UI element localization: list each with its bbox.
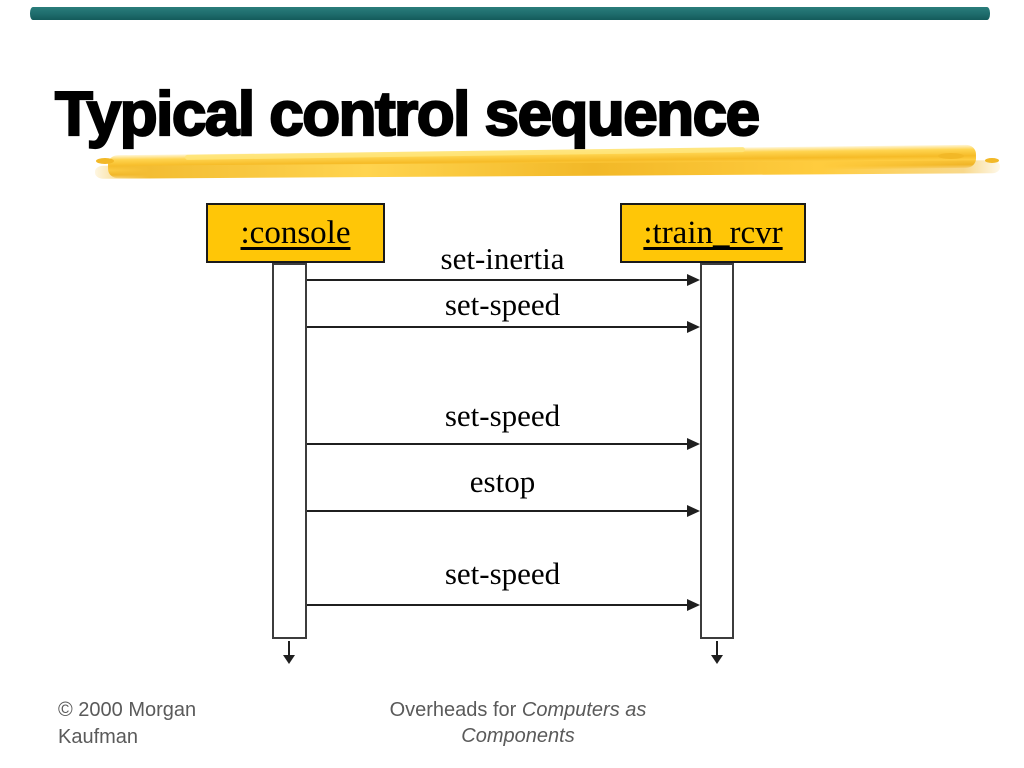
right-arrowhead-icon bbox=[687, 274, 700, 286]
message-arrow bbox=[307, 505, 700, 517]
right-arrowhead-icon bbox=[687, 599, 700, 611]
lifeline-console bbox=[272, 263, 307, 639]
right-arrowhead-icon bbox=[687, 321, 700, 333]
actor-box-console: :console bbox=[206, 203, 385, 263]
right-arrowhead-icon bbox=[687, 438, 700, 450]
message-label: estop bbox=[469, 464, 536, 499]
message-arrow bbox=[307, 274, 700, 286]
footer-book-reference: Overheads for Computers as Components bbox=[338, 697, 698, 749]
message-label: set-speed bbox=[444, 287, 561, 322]
swash-fleck bbox=[985, 158, 999, 163]
swash-fleck bbox=[96, 158, 114, 164]
top-accent-bar bbox=[30, 7, 990, 20]
copyright-line: Kaufman bbox=[58, 726, 139, 748]
down-arrow-icon bbox=[711, 655, 723, 664]
lifeline-end-arrow-console bbox=[283, 641, 295, 664]
copyright-line: © 2000 Morgan bbox=[58, 699, 197, 721]
slide-title: Typical control sequence bbox=[54, 80, 761, 149]
footer-line: Components bbox=[461, 725, 575, 747]
lifeline-end-arrow-train-rcvr bbox=[711, 641, 723, 664]
copyright-notice: © 2000 Morgan Kaufman bbox=[58, 697, 196, 751]
message-arrow bbox=[307, 438, 700, 450]
message-label: set-speed bbox=[444, 398, 561, 433]
message-label: set-speed bbox=[444, 556, 561, 591]
actor-label: :train_rcvr bbox=[643, 214, 783, 251]
message-arrow bbox=[307, 599, 700, 611]
message-arrow bbox=[307, 321, 700, 333]
actor-label: :console bbox=[240, 214, 351, 251]
message-label: set-inertia bbox=[440, 241, 565, 276]
actor-box-train-rcvr: :train_rcvr bbox=[620, 203, 806, 263]
right-arrowhead-icon bbox=[687, 505, 700, 517]
swash-fleck bbox=[938, 153, 964, 159]
down-arrow-icon bbox=[283, 655, 295, 664]
footer-line: Overheads for Computers as bbox=[389, 699, 647, 721]
lifeline-train-rcvr bbox=[700, 263, 734, 639]
